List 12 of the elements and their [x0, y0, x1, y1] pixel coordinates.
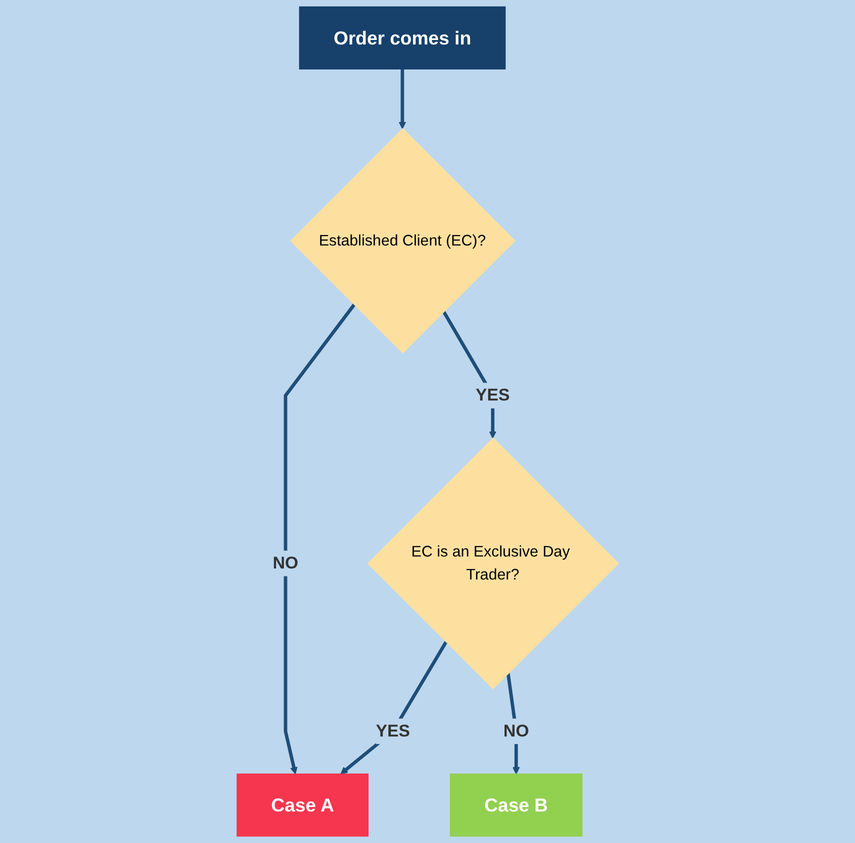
- arrow: [398, 69, 406, 130]
- arrow: [284, 304, 356, 774]
- edge-label: NO: [272, 554, 298, 573]
- edge-label: YES: [376, 722, 410, 741]
- arrow: [340, 641, 448, 774]
- edge-label: YES: [475, 386, 510, 405]
- node-box: Case B: [450, 774, 582, 837]
- node-box: Order comes in: [298, 6, 506, 70]
- node-diamond: EC is an Exclusive Day Trader?: [367, 438, 619, 690]
- edge-label: NO: [503, 722, 529, 741]
- node-diamond: Established Client (EC)?: [290, 128, 516, 354]
- node-box: Case A: [236, 774, 368, 837]
